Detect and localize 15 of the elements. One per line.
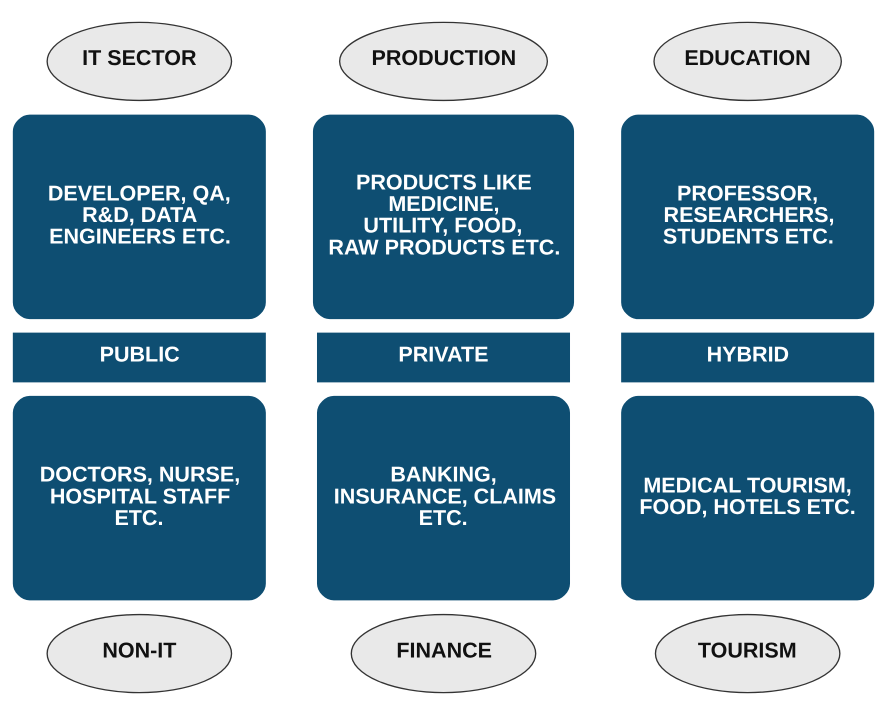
node-box: DEVELOPER, QA, R&D, DATA ENGINEERS ETC.: [12, 114, 266, 320]
node-box: PRODUCTS LIKE MEDICINE, UTILITY, FOOD, RAW PRODUCTS ETC.: [312, 114, 574, 320]
node-box: BANKING, INSURANCE, CLAIMS ETC.: [317, 396, 570, 600]
node-box: PRIVATE: [317, 332, 570, 382]
node-ellipse: TOURISM: [654, 614, 841, 694]
node-box: PROFESSOR, RESEARCHERS, STUDENTS ETC.: [621, 114, 874, 320]
node-box: PUBLIC: [12, 332, 266, 382]
node-ellipse: NON-IT: [46, 614, 232, 694]
node-ellipse: IT SECTOR: [46, 22, 232, 102]
node-ellipse: FINANCE: [350, 614, 536, 694]
node-box: MEDICAL TOURISM, FOOD, HOTELS ETC.: [621, 396, 874, 600]
node-ellipse: PRODUCTION: [338, 22, 548, 102]
node-ellipse: EDUCATION: [653, 22, 842, 102]
node-box: DOCTORS, NURSE, HOSPITAL STAFF ETC.: [12, 396, 266, 600]
node-box: HYBRID: [621, 332, 874, 382]
